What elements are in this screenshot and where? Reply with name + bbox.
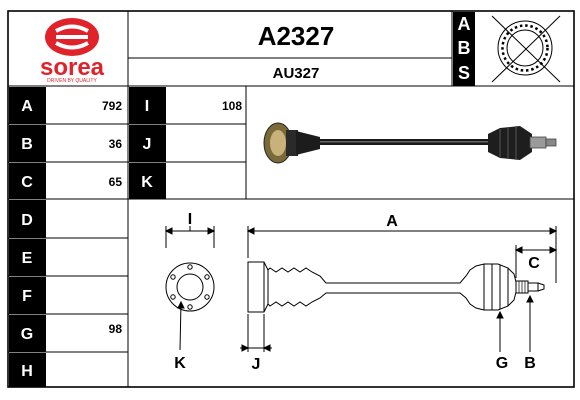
svg-text:E: E [22, 250, 33, 267]
abs-sensor-ring-crossed-icon [491, 15, 561, 83]
label-cells [9, 12, 475, 387]
svg-text:A: A [386, 213, 398, 230]
technical-diagram [164, 226, 558, 352]
svg-text:36: 36 [109, 137, 123, 151]
drive-shaft-photo [263, 122, 557, 164]
shaft-outline [247, 261, 517, 313]
svg-text:S: S [458, 63, 470, 83]
svg-text:F: F [22, 288, 32, 305]
spec-row-j: J [143, 136, 152, 153]
svg-text:K: K [174, 355, 186, 372]
svg-text:A: A [21, 98, 33, 115]
spec-table: A 792 B 36 C 65 D E F G 98 H [21, 98, 243, 380]
svg-text:G: G [21, 326, 33, 343]
svg-text:C: C [21, 174, 33, 191]
svg-text:65: 65 [109, 175, 123, 189]
svg-text:98: 98 [109, 322, 123, 336]
svg-text:A: A [458, 14, 471, 34]
svg-text:J: J [143, 136, 152, 153]
svg-text:K: K [141, 174, 153, 191]
spec-row-k: K [141, 174, 153, 191]
spec-row-i: I 108 [145, 98, 243, 115]
sorea-logo: sorea DRIVEN BY QUALITY [40, 18, 105, 84]
svg-text:J: J [252, 356, 261, 373]
abs-letters: A B S [458, 14, 471, 83]
spec-row-d: D [21, 212, 33, 229]
svg-text:G: G [496, 355, 508, 372]
svg-text:B: B [524, 355, 536, 372]
svg-text:108: 108 [222, 99, 242, 113]
spec-row-b: B 36 [21, 136, 122, 153]
brand-name: sorea [40, 54, 105, 81]
svg-text:H: H [21, 363, 33, 380]
spec-row-f: F [22, 288, 32, 305]
spec-row-c: C 65 [21, 174, 122, 191]
diagram-labels: I A C K J G B [174, 211, 540, 373]
reference-code: AU327 [273, 65, 320, 82]
svg-text:D: D [21, 212, 33, 229]
svg-text:I: I [145, 98, 149, 115]
flange-end-view [165, 262, 215, 312]
svg-text:C: C [528, 255, 540, 272]
spec-row-g: G 98 [21, 322, 123, 343]
spec-row-e: E [22, 250, 33, 267]
svg-text:B: B [21, 136, 33, 153]
svg-text:B: B [458, 38, 471, 58]
brand-tagline: DRIVEN BY QUALITY [47, 78, 97, 84]
spec-row-a: A 792 [21, 98, 122, 115]
svg-text:792: 792 [102, 99, 122, 113]
spec-row-h: H [21, 363, 33, 380]
part-number: A2327 [258, 21, 335, 51]
svg-text:I: I [188, 211, 192, 228]
